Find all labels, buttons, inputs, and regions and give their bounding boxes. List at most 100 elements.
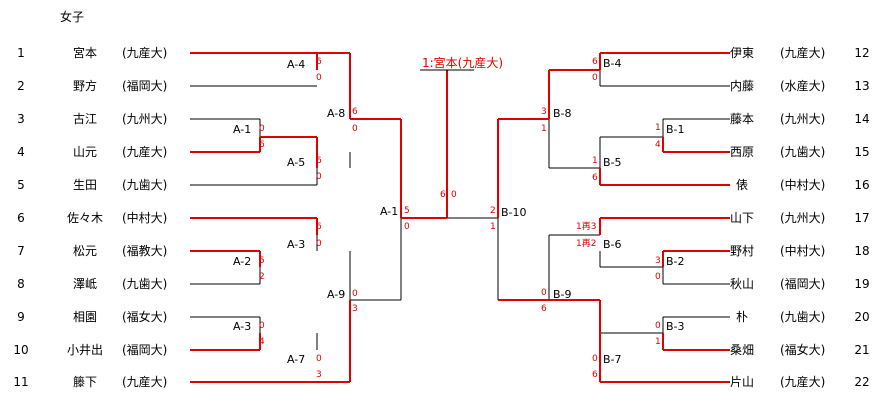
player-affiliation: (九州大) xyxy=(780,211,826,225)
match-score: 2 xyxy=(490,206,496,216)
match-score: 4 xyxy=(259,337,265,347)
seed-number: 8 xyxy=(17,277,25,291)
final-score-right: 0 xyxy=(451,190,457,200)
match-score: 3 xyxy=(352,304,358,314)
match-score: 2 xyxy=(259,272,265,282)
player-name: 藤本 xyxy=(729,112,754,126)
seed-number: 21 xyxy=(854,343,870,357)
match-score: 3 xyxy=(541,107,547,117)
match-label: A-4 xyxy=(287,58,306,71)
match-label: B-2 xyxy=(666,255,685,268)
match-label: B-8 xyxy=(553,107,572,120)
player-name: 山下 xyxy=(729,211,754,225)
match-score: 0 xyxy=(259,321,265,331)
player-name: 朴 xyxy=(735,310,748,324)
match-score: 1 xyxy=(655,337,661,347)
player-name: 野方 xyxy=(72,79,97,93)
seed-number: 16 xyxy=(854,178,870,192)
match-score: 6 xyxy=(316,156,322,166)
match-score: 0 xyxy=(541,288,547,298)
player-affiliation: (九産大) xyxy=(780,375,826,389)
match-label: B-6 xyxy=(603,238,622,251)
seed-number: 4 xyxy=(17,145,25,159)
seed-number: 1 xyxy=(17,46,25,60)
player-name: 俵 xyxy=(735,178,748,192)
player-affiliation: (九歯大) xyxy=(122,277,168,291)
player-affiliation: (九産大) xyxy=(122,375,168,389)
player-affiliation: (福女大) xyxy=(780,343,826,357)
match-label: B-1 xyxy=(666,123,685,136)
seed-number: 13 xyxy=(854,79,870,93)
seed-number: 7 xyxy=(17,244,25,258)
match-score: 6 xyxy=(316,222,322,232)
match-label: A-5 xyxy=(287,156,306,169)
match-score: 0 xyxy=(316,73,322,83)
player-name: 内藤 xyxy=(729,79,754,93)
player-affiliation: (九歯大) xyxy=(780,310,826,324)
match-score: 6 xyxy=(592,57,598,67)
match-score: 0 xyxy=(592,354,598,364)
seed-number: 15 xyxy=(854,145,870,159)
match-label: A-3 xyxy=(287,238,306,251)
match-score: 6 xyxy=(316,57,322,67)
match-score: 6 xyxy=(352,107,358,117)
player-name: 桑畑 xyxy=(729,343,754,357)
match-score: 0 xyxy=(316,354,322,364)
seed-number: 20 xyxy=(854,310,870,324)
match-score: 1 xyxy=(541,124,547,134)
match-score: 4 xyxy=(655,140,661,150)
player-affiliation: (九歯大) xyxy=(780,145,826,159)
player-affiliation: (九産大) xyxy=(122,145,168,159)
match-label: B-3 xyxy=(666,320,685,333)
match-score: 0 xyxy=(316,172,322,182)
match-score: 0 xyxy=(352,289,358,299)
player-affiliation: (九州大) xyxy=(780,112,826,126)
match-label: B-7 xyxy=(603,353,622,366)
match-label: A-9 xyxy=(327,288,346,301)
match-label: A-2 xyxy=(233,255,252,268)
player-name: 野村 xyxy=(729,244,754,258)
seed-number: 3 xyxy=(17,112,25,126)
player-affiliation: (福教大) xyxy=(122,244,168,258)
seed-number: 22 xyxy=(854,375,870,389)
match-score: 5 xyxy=(259,256,265,266)
match-label: B-9 xyxy=(553,288,572,301)
match-score: 6 xyxy=(541,304,547,314)
match-score: 6 xyxy=(259,140,265,150)
match-score: 0 xyxy=(592,73,598,83)
match-score: 0 xyxy=(404,222,410,232)
player-affiliation: (九産大) xyxy=(780,46,826,60)
match-label: B-4 xyxy=(603,57,622,70)
player-name: 籐下 xyxy=(72,375,97,389)
match-score: 6 xyxy=(592,173,598,183)
left-bracket-winner-lines xyxy=(190,52,448,383)
player-affiliation: (福岡大) xyxy=(122,79,168,93)
champion-label: 1:宮本(九産大) xyxy=(422,56,504,70)
player-name: 松元 xyxy=(72,244,97,258)
player-affiliation: (九州大) xyxy=(122,112,168,126)
player-affiliation: (中村大) xyxy=(780,178,826,192)
player-name: 澤岻 xyxy=(72,277,97,291)
seed-number: 5 xyxy=(17,178,25,192)
seed-number: 17 xyxy=(854,211,870,225)
bracket-title: 女子 xyxy=(60,10,85,24)
match-label: A-1 xyxy=(233,123,252,136)
player-name: 生田 xyxy=(72,178,97,192)
seed-number: 12 xyxy=(854,46,870,60)
seed-number: 11 xyxy=(13,375,29,389)
player-affiliation: (中村大) xyxy=(122,211,168,225)
seed-number: 6 xyxy=(17,211,25,225)
seed-number: 19 xyxy=(854,277,870,291)
player-affiliation: (福岡大) xyxy=(122,343,168,357)
match-score: 0 xyxy=(316,239,322,249)
seed-number: 10 xyxy=(13,343,29,357)
player-affiliation: (福岡大) xyxy=(780,277,826,291)
match-score: 1 xyxy=(592,156,598,166)
player-name: 古江 xyxy=(72,112,97,126)
match-score: 1 xyxy=(490,222,496,232)
match-score: 5 xyxy=(404,206,410,216)
right-bracket-winner-lines xyxy=(497,52,730,383)
player-affiliation: (九産大) xyxy=(122,46,168,60)
